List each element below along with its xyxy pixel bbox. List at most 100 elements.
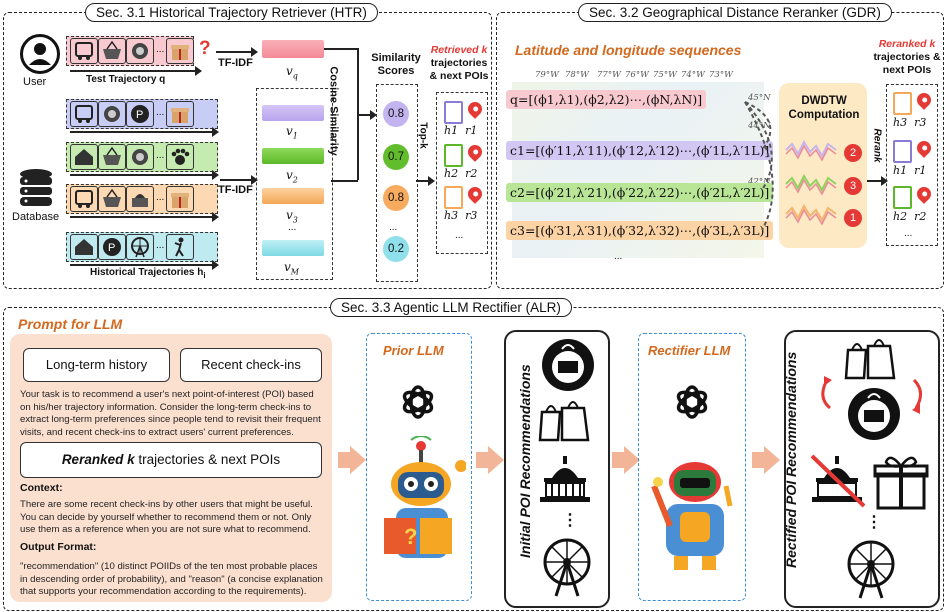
long-term-box: Long-term history — [23, 348, 170, 382]
bus-icon — [70, 186, 98, 212]
coffee-icon — [98, 101, 126, 127]
swap-arrows-icon — [821, 376, 922, 414]
gift-icon — [166, 186, 194, 212]
reranked-list — [886, 84, 938, 246]
document-icon — [444, 186, 463, 209]
v2-bar — [262, 148, 324, 164]
output-text: "recommendation" (10 distinct POIIDs of … — [20, 561, 323, 598]
prompt-title: Prompt for LLM — [18, 316, 123, 332]
rank-badge: 1 — [844, 209, 862, 227]
openai-logo-icon — [672, 382, 712, 427]
rank-badge: 2 — [844, 144, 862, 162]
shopping-basket-icon — [98, 38, 126, 64]
test-traj-axis — [70, 70, 198, 72]
svg-text:?: ? — [404, 524, 417, 549]
context-text: There are some recent check-ins by other… — [20, 499, 313, 536]
initial-label: Initial POI Recommendations — [517, 364, 533, 558]
flow-arrow — [624, 446, 640, 474]
vm-bar — [262, 240, 324, 256]
tfidf-label: TF-IDF — [218, 57, 253, 69]
context-heading: Context: — [20, 482, 63, 494]
home-icon — [70, 144, 98, 170]
document-icon — [893, 140, 912, 163]
recent-box: Recent check-ins — [180, 348, 322, 382]
capitol-icon — [126, 186, 154, 212]
ferris-wheel-icon — [126, 234, 154, 260]
dwdtw-waves — [785, 139, 837, 226]
database-label: Database — [12, 211, 60, 223]
bus-icon — [70, 38, 98, 64]
svg-text:P: P — [136, 109, 143, 121]
score-circle: 0.7 — [383, 144, 409, 170]
task-text: Your task is to recommend a user's next … — [20, 389, 321, 438]
rerank-label: Rerank — [871, 128, 883, 163]
htr-title: Sec. 3.1 Historical Trajectory Retriever… — [85, 3, 378, 22]
shopping-bags-icon — [536, 394, 596, 449]
reranked-box: Reranked k trajectories & next POIs — [20, 442, 322, 478]
ferris-wheel-icon — [538, 536, 596, 603]
alr-title: Sec. 3.3 Agentic LLM Rectifier (ALR) — [330, 298, 572, 317]
dots: ... — [156, 44, 165, 55]
test-trajectory-label: Test Trajectory q — [86, 74, 166, 85]
openai-logo-icon — [398, 382, 438, 427]
golf-icon — [166, 234, 194, 260]
seq-c3: c3=[(ϕ′31,λ′31),(ϕ′32,λ′32)⋯,(ϕ′3L,λ′3L)… — [506, 221, 774, 240]
vq-label: vq — [286, 64, 298, 81]
home-icon — [70, 234, 98, 260]
gdr-title: Sec. 3.2 Geographical Distance Reranker … — [578, 3, 892, 22]
paw-icon — [166, 144, 194, 170]
database-icon — [18, 168, 54, 213]
rectified-panel — [784, 330, 940, 608]
flow-arrow — [764, 446, 780, 474]
document-icon — [893, 92, 912, 115]
shopping-basket-icon — [98, 144, 126, 170]
seq-c1: c1=[(ϕ′11,λ′11),(ϕ′12,λ′12)⋯,(ϕ′1L,λ′1L)… — [506, 141, 774, 160]
capitol-crossed-icon — [806, 450, 870, 515]
score-list — [376, 84, 418, 282]
document-icon — [444, 101, 463, 124]
gift-icon — [872, 452, 930, 517]
svg-text:P: P — [108, 242, 115, 254]
prior-llm-panel — [366, 333, 472, 601]
prior-llm-title: Prior LLM — [383, 343, 444, 358]
robot-fixer-icon — [650, 446, 740, 581]
cosine-label: Cosine Similarity — [327, 66, 340, 156]
capitol-icon — [536, 456, 596, 511]
gift-icon — [166, 38, 194, 64]
vector-list — [256, 88, 333, 280]
seq-title: Latitude and longitude sequences — [515, 42, 742, 58]
coffee-icon — [846, 386, 902, 447]
document-icon — [893, 186, 912, 209]
matching-curves — [744, 101, 774, 231]
rectifier-llm-panel — [638, 333, 746, 601]
flow-arrow — [488, 446, 504, 474]
score-circle: 0.8 — [383, 101, 409, 127]
retrieved-list — [436, 92, 488, 254]
vq-bar — [262, 40, 324, 58]
initial-panel — [504, 330, 610, 608]
shopping-bags-icon — [842, 332, 902, 387]
dwdtw-label: DWDTW Computation — [788, 95, 860, 121]
hist-traj-label: Historical Trajectories hi — [90, 267, 206, 280]
coffee-icon — [126, 144, 154, 170]
rectified-label: Rectified POI Recommendations — [783, 351, 799, 568]
v3-bar — [262, 188, 324, 204]
shopping-basket-icon — [98, 186, 126, 212]
document-icon — [444, 144, 463, 167]
topk-label: Top-k — [417, 122, 429, 149]
score-circle: 0.8 — [383, 185, 409, 211]
parking-icon: P — [98, 234, 126, 260]
bus-icon — [70, 101, 98, 127]
coffee-icon — [540, 337, 596, 398]
seq-q: q=[(ϕ1,λ1),(ϕ2,λ2)⋯,(ϕN,λN)] — [506, 90, 707, 109]
tfidf-label-2: TF-IDF — [218, 184, 253, 196]
robot-reader-icon: ? — [376, 435, 467, 581]
gift-icon — [166, 101, 194, 127]
similarity-label: Similarity Scores — [371, 52, 421, 77]
rank-badge: 3 — [844, 177, 862, 195]
user-label: User — [23, 76, 47, 88]
flow-arrow — [350, 446, 366, 474]
user-icon — [20, 34, 60, 74]
